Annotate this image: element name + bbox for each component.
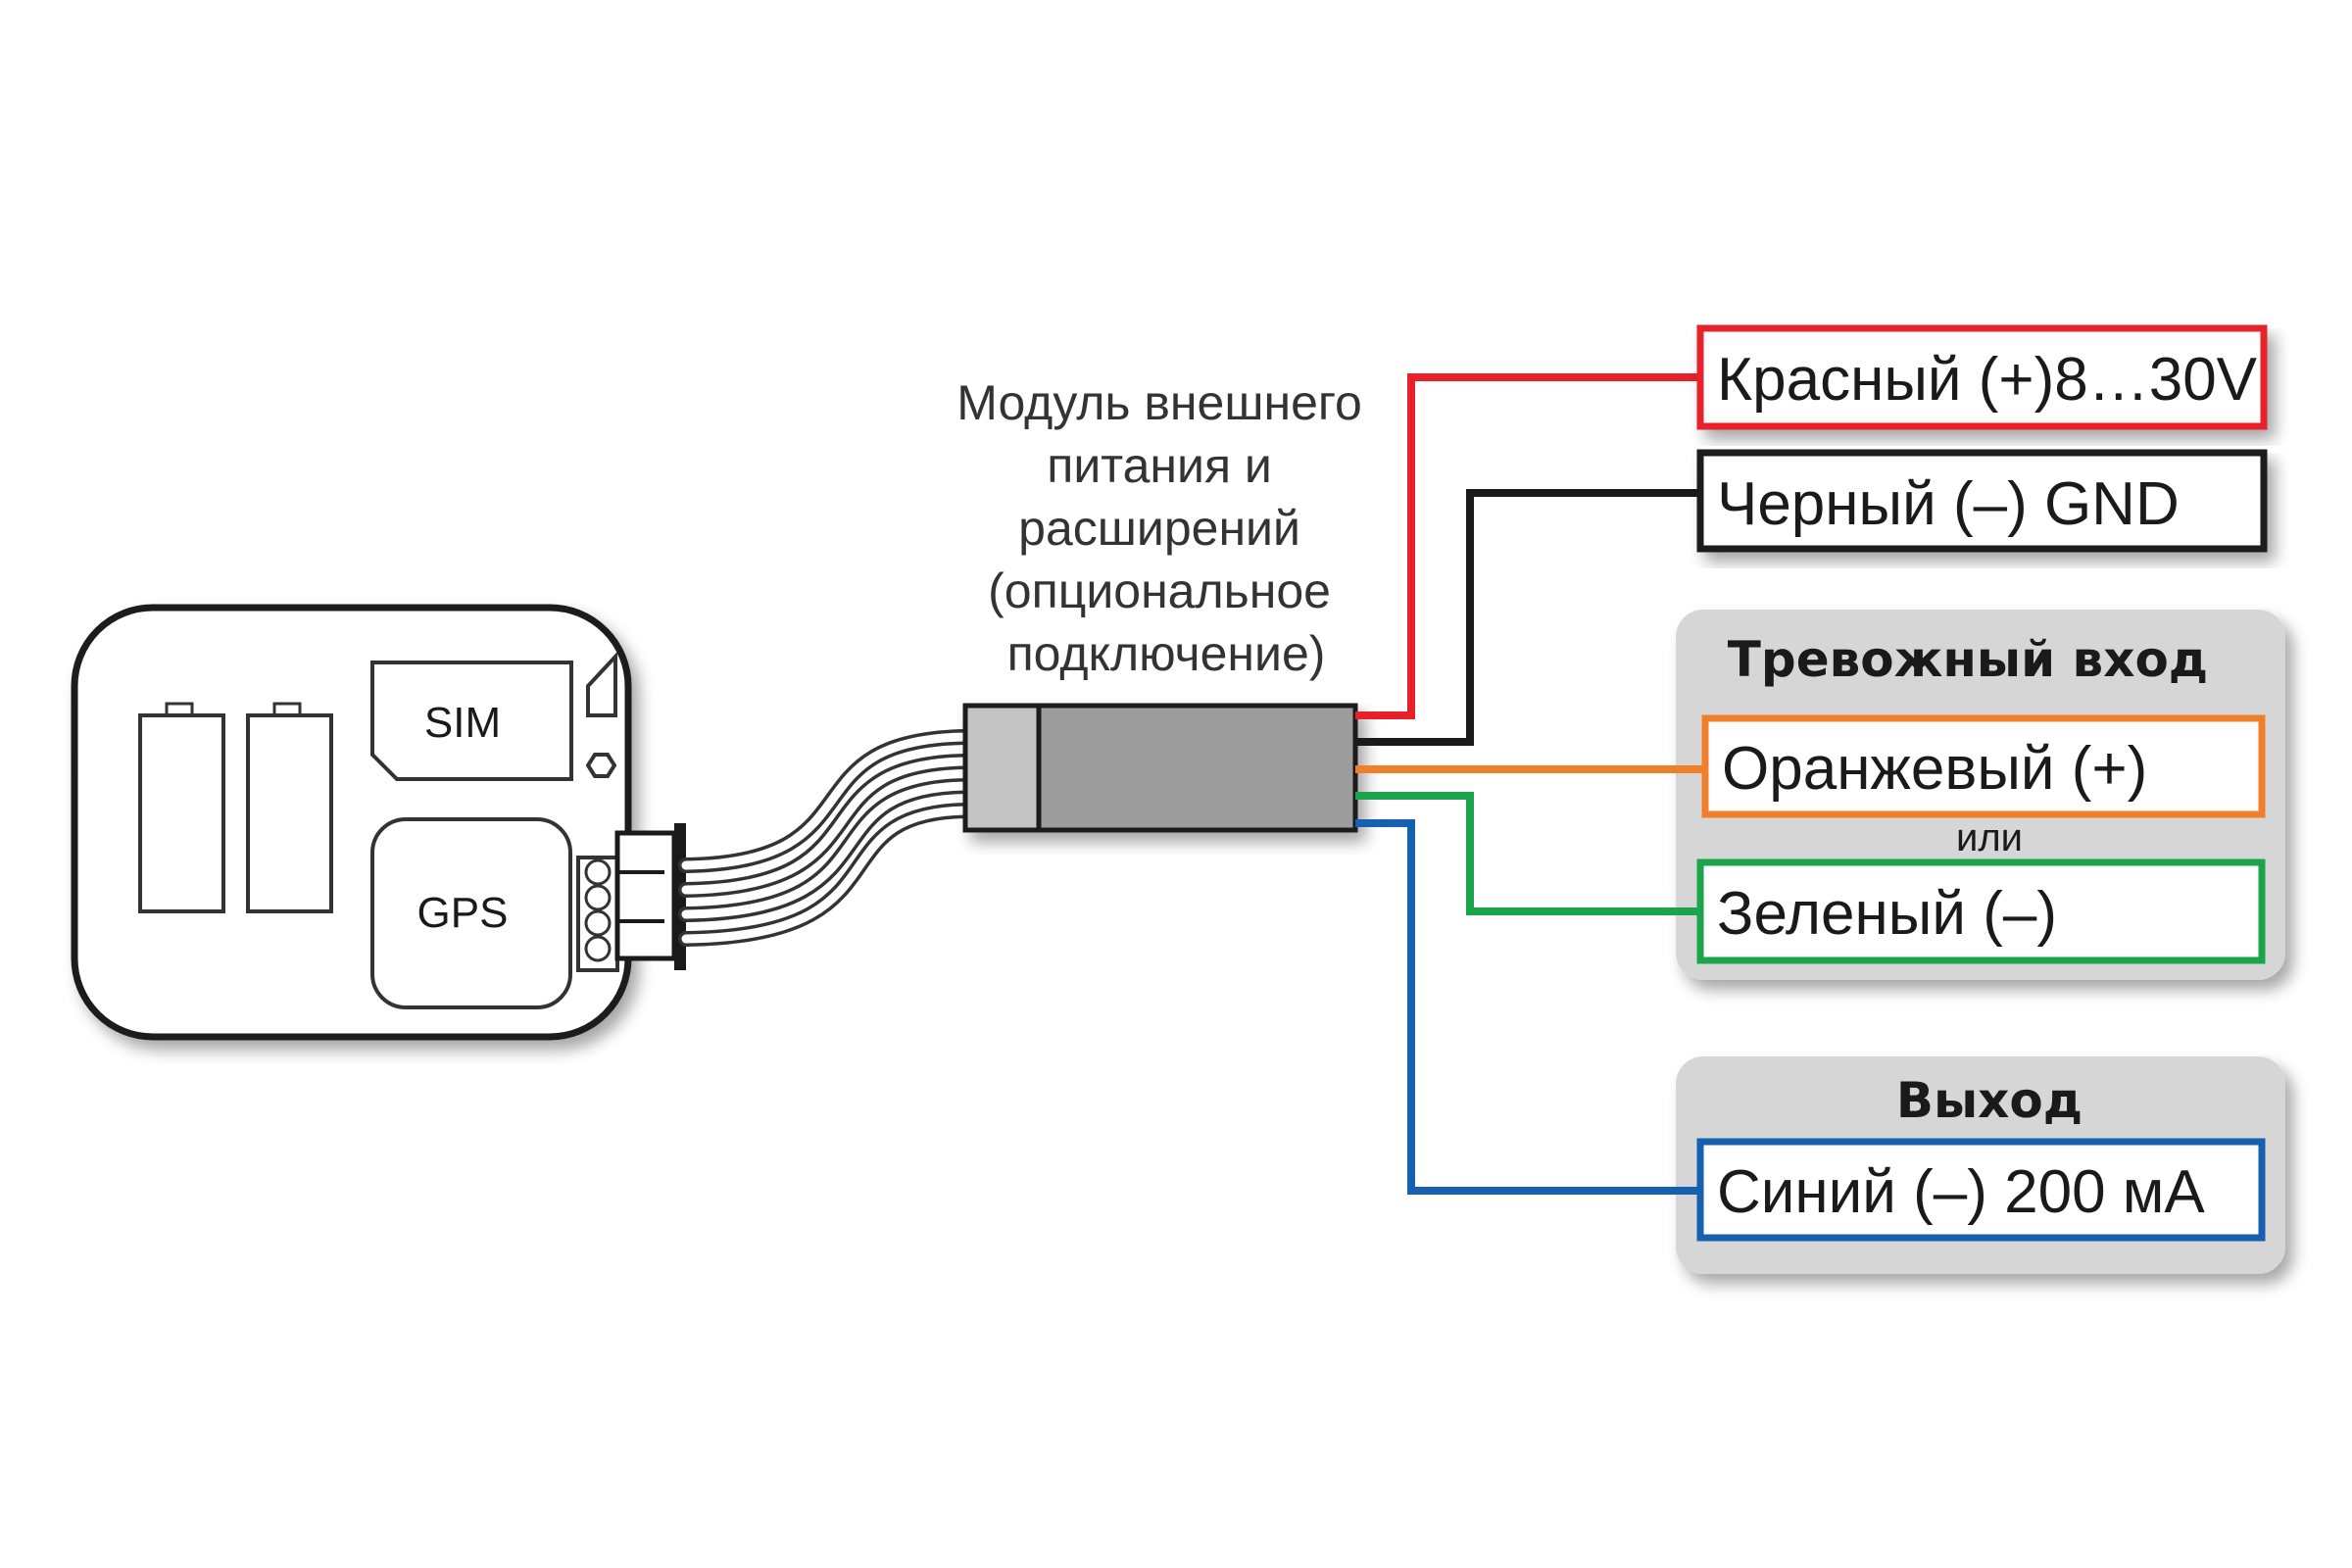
blue-wire-label: Синий (–) 200 мА (1717, 1158, 2205, 1226)
blue-wire (1355, 819, 1700, 1195)
alarm-input-title: Тревожный вход (1728, 631, 2208, 688)
black-wire (1355, 489, 1700, 746)
sim-label: SIM (424, 699, 501, 747)
module-caption-line: питания и (1047, 438, 1272, 493)
sim-card-slot (370, 661, 573, 781)
black-wire-label: Черный (–) GND (1717, 470, 2180, 538)
side-button-icon (586, 651, 617, 717)
battery-icon (138, 702, 225, 913)
or-label: или (1956, 816, 2023, 859)
expansion-module (962, 703, 1358, 833)
module-caption-line: (опциональное (988, 564, 1331, 618)
led-indicator-icon (585, 753, 617, 778)
green-wire-label: Зеленый (–) (1717, 880, 2057, 948)
red-wire-label: Красный (+)8…30V (1717, 346, 2258, 414)
black-wire-label-box: Черный (–) GND (1696, 449, 2268, 553)
device-connector (576, 823, 686, 972)
module-caption-line: подключение) (1007, 626, 1326, 681)
blue-wire-label-box: Синий (–) 200 мА (1696, 1138, 2266, 1242)
ribbon-cable (678, 729, 973, 947)
battery-icon (246, 702, 333, 913)
green-wire-label-box: Зеленый (–) (1696, 858, 2266, 964)
module-caption: Модуль внешнего питания и расширений (оп… (956, 375, 1375, 681)
red-wire-label-box: Красный (+)8…30V (1696, 324, 2268, 430)
module-caption-line: расширений (1018, 501, 1300, 556)
green-wire (1355, 792, 1700, 915)
output-title: Выход (1896, 1072, 2082, 1129)
gps-module (370, 817, 572, 1009)
module-caption-line: Модуль внешнего (956, 375, 1362, 430)
red-wire (1355, 373, 1700, 719)
orange-wire-label: Оранжевый (+) (1722, 735, 2147, 803)
gps-label: GPS (417, 889, 509, 937)
wires (1355, 373, 1705, 1195)
orange-wire-label-box: Оранжевый (+) (1701, 714, 2266, 818)
